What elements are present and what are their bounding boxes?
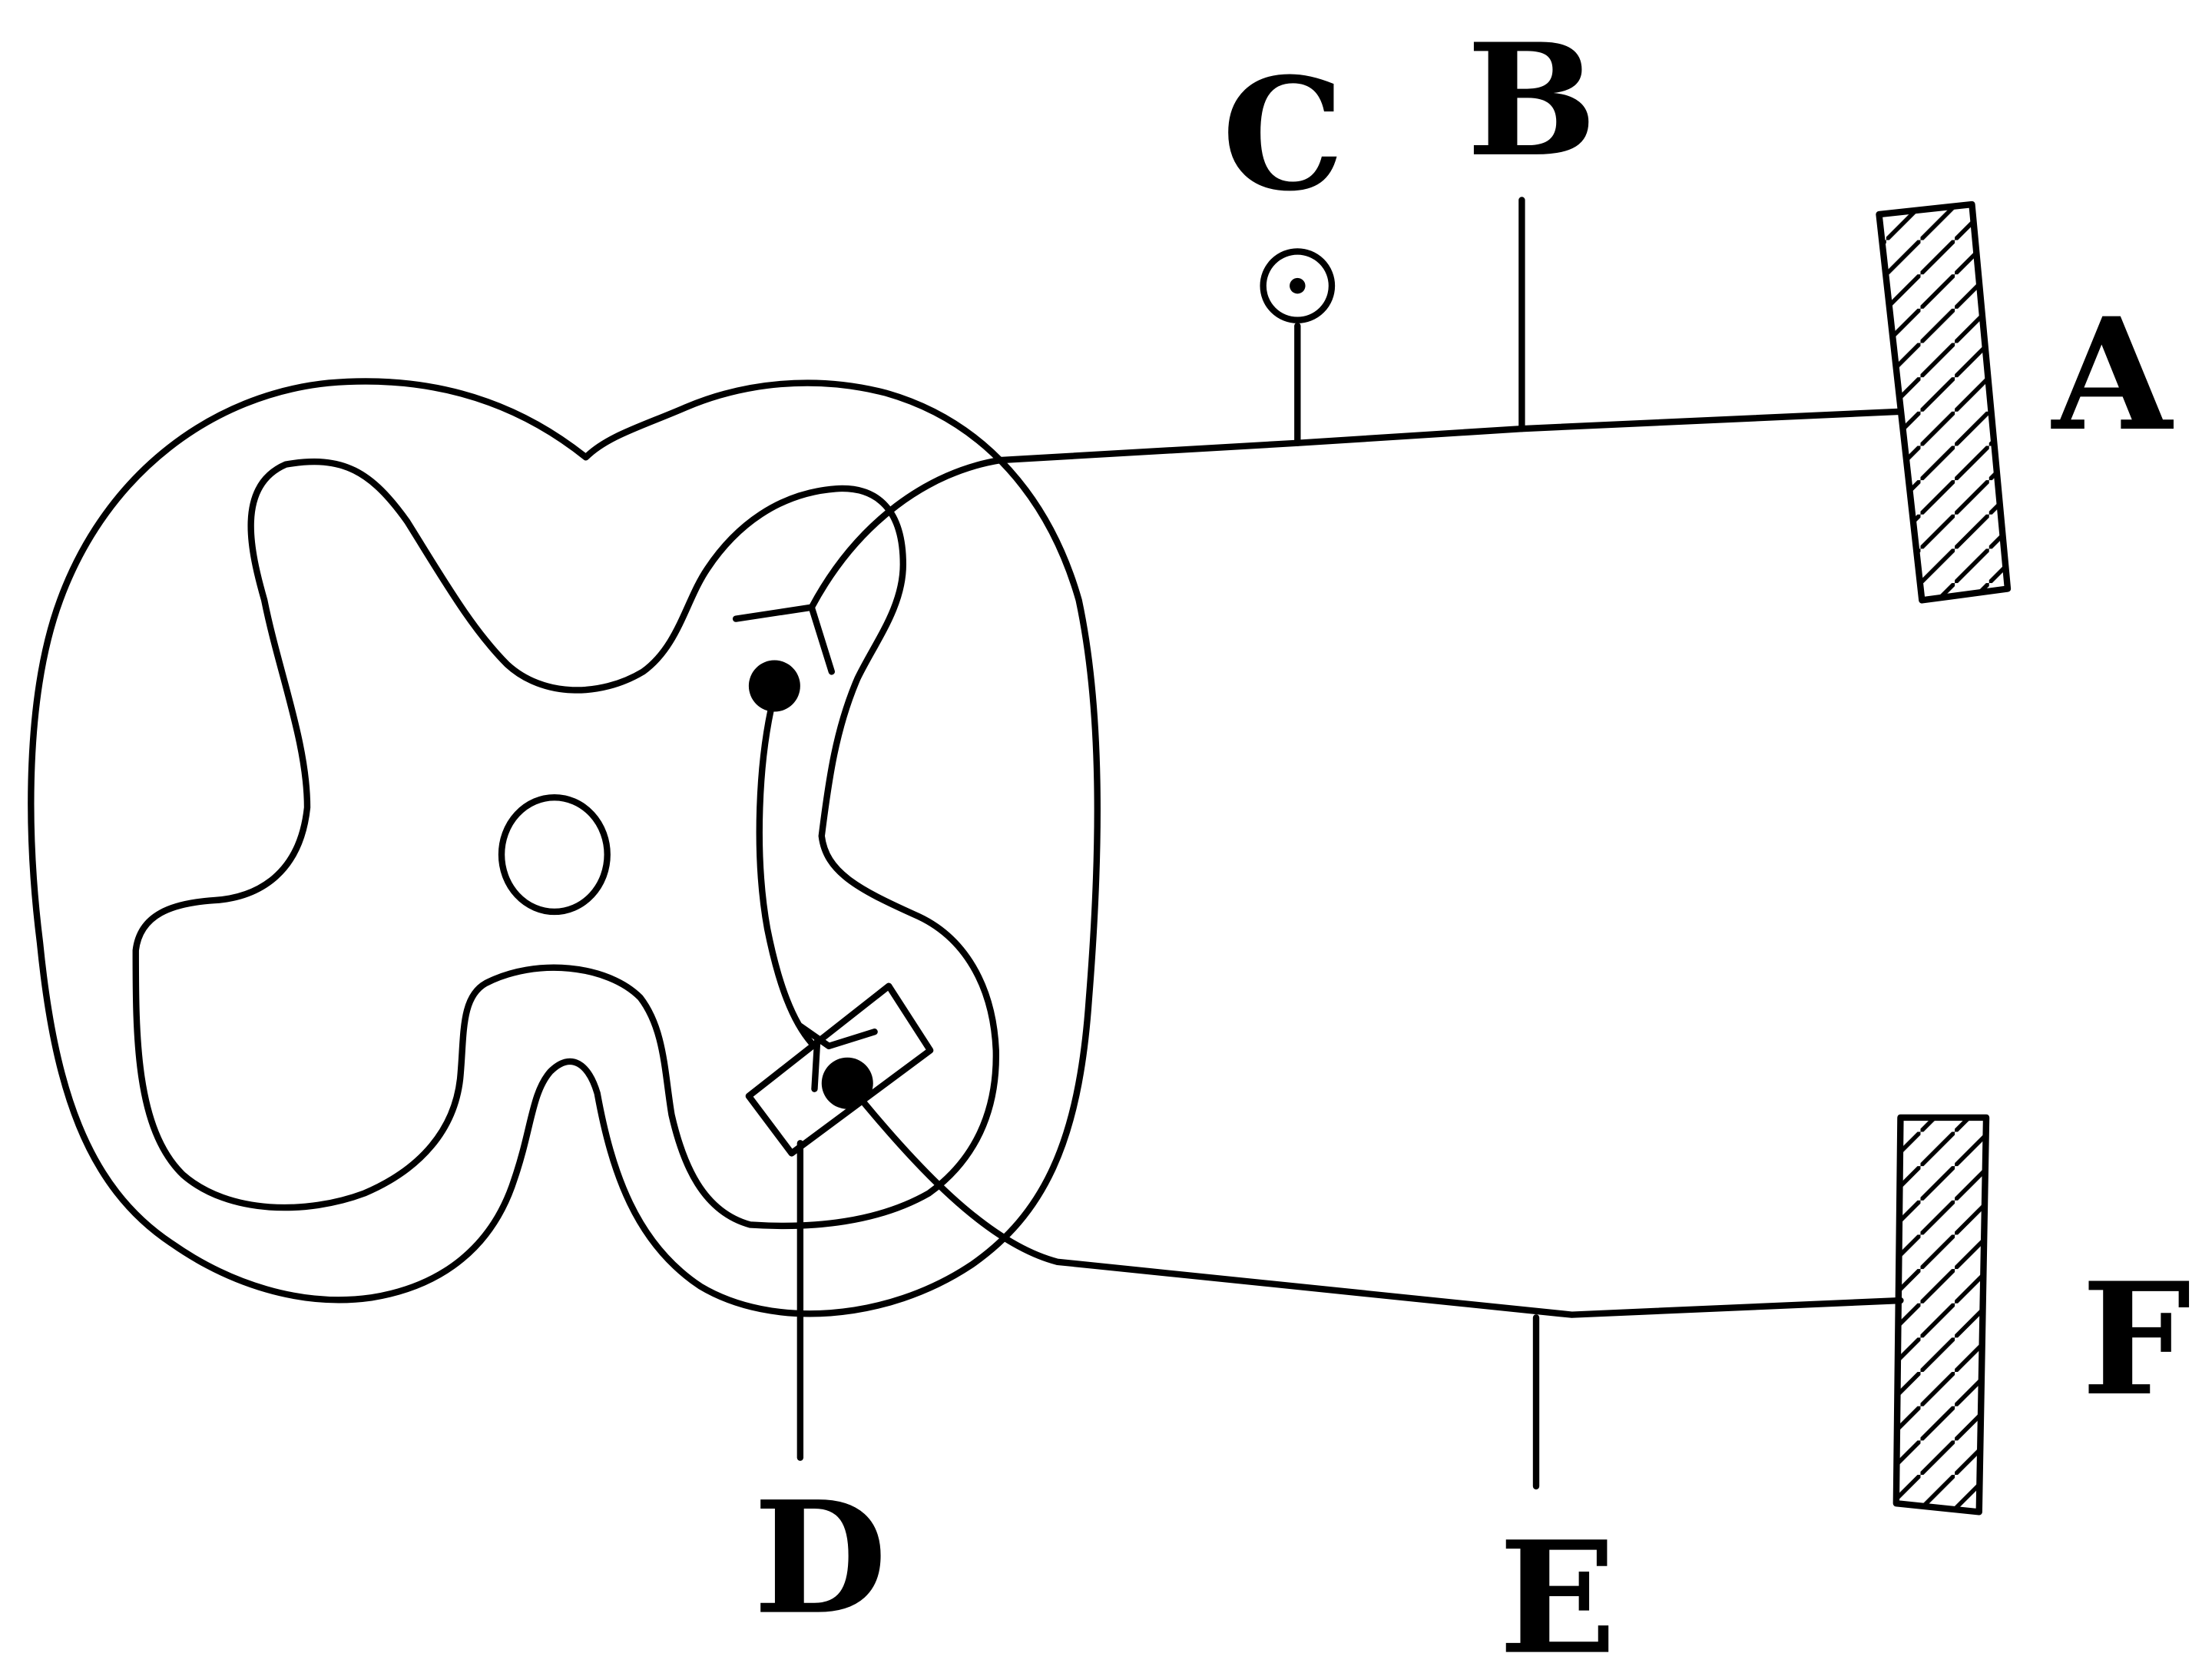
central-canal: [498, 793, 611, 916]
electrode-c-dot: [1290, 277, 1306, 294]
grey-matter-outline: [132, 458, 999, 1230]
effector-f: [1892, 1114, 1990, 1516]
label-b: B: [1467, 10, 1598, 191]
label-d: D: [753, 1468, 887, 1649]
label-a: A: [2051, 284, 2174, 465]
electrode-c-icon: [1260, 248, 1336, 323]
ventral-synapse-mark: [796, 1022, 878, 1092]
motor-neuron-box: [745, 982, 934, 1157]
receptor-a: [1876, 200, 2012, 604]
motor-neuron-cell-body: [821, 1057, 873, 1109]
label-c: C: [1222, 45, 1345, 226]
efferent-fiber: [846, 1082, 1904, 1318]
label-f: F: [2081, 1249, 2191, 1430]
label-e: E: [1498, 1508, 1616, 1659]
dorsal-synapse-branch: [732, 604, 835, 675]
interneuron-fiber: [756, 685, 815, 1047]
interneuron-cell-body: [748, 660, 800, 712]
spinal-cord-outline: [28, 378, 1101, 1317]
afferent-fiber: [808, 408, 1904, 611]
